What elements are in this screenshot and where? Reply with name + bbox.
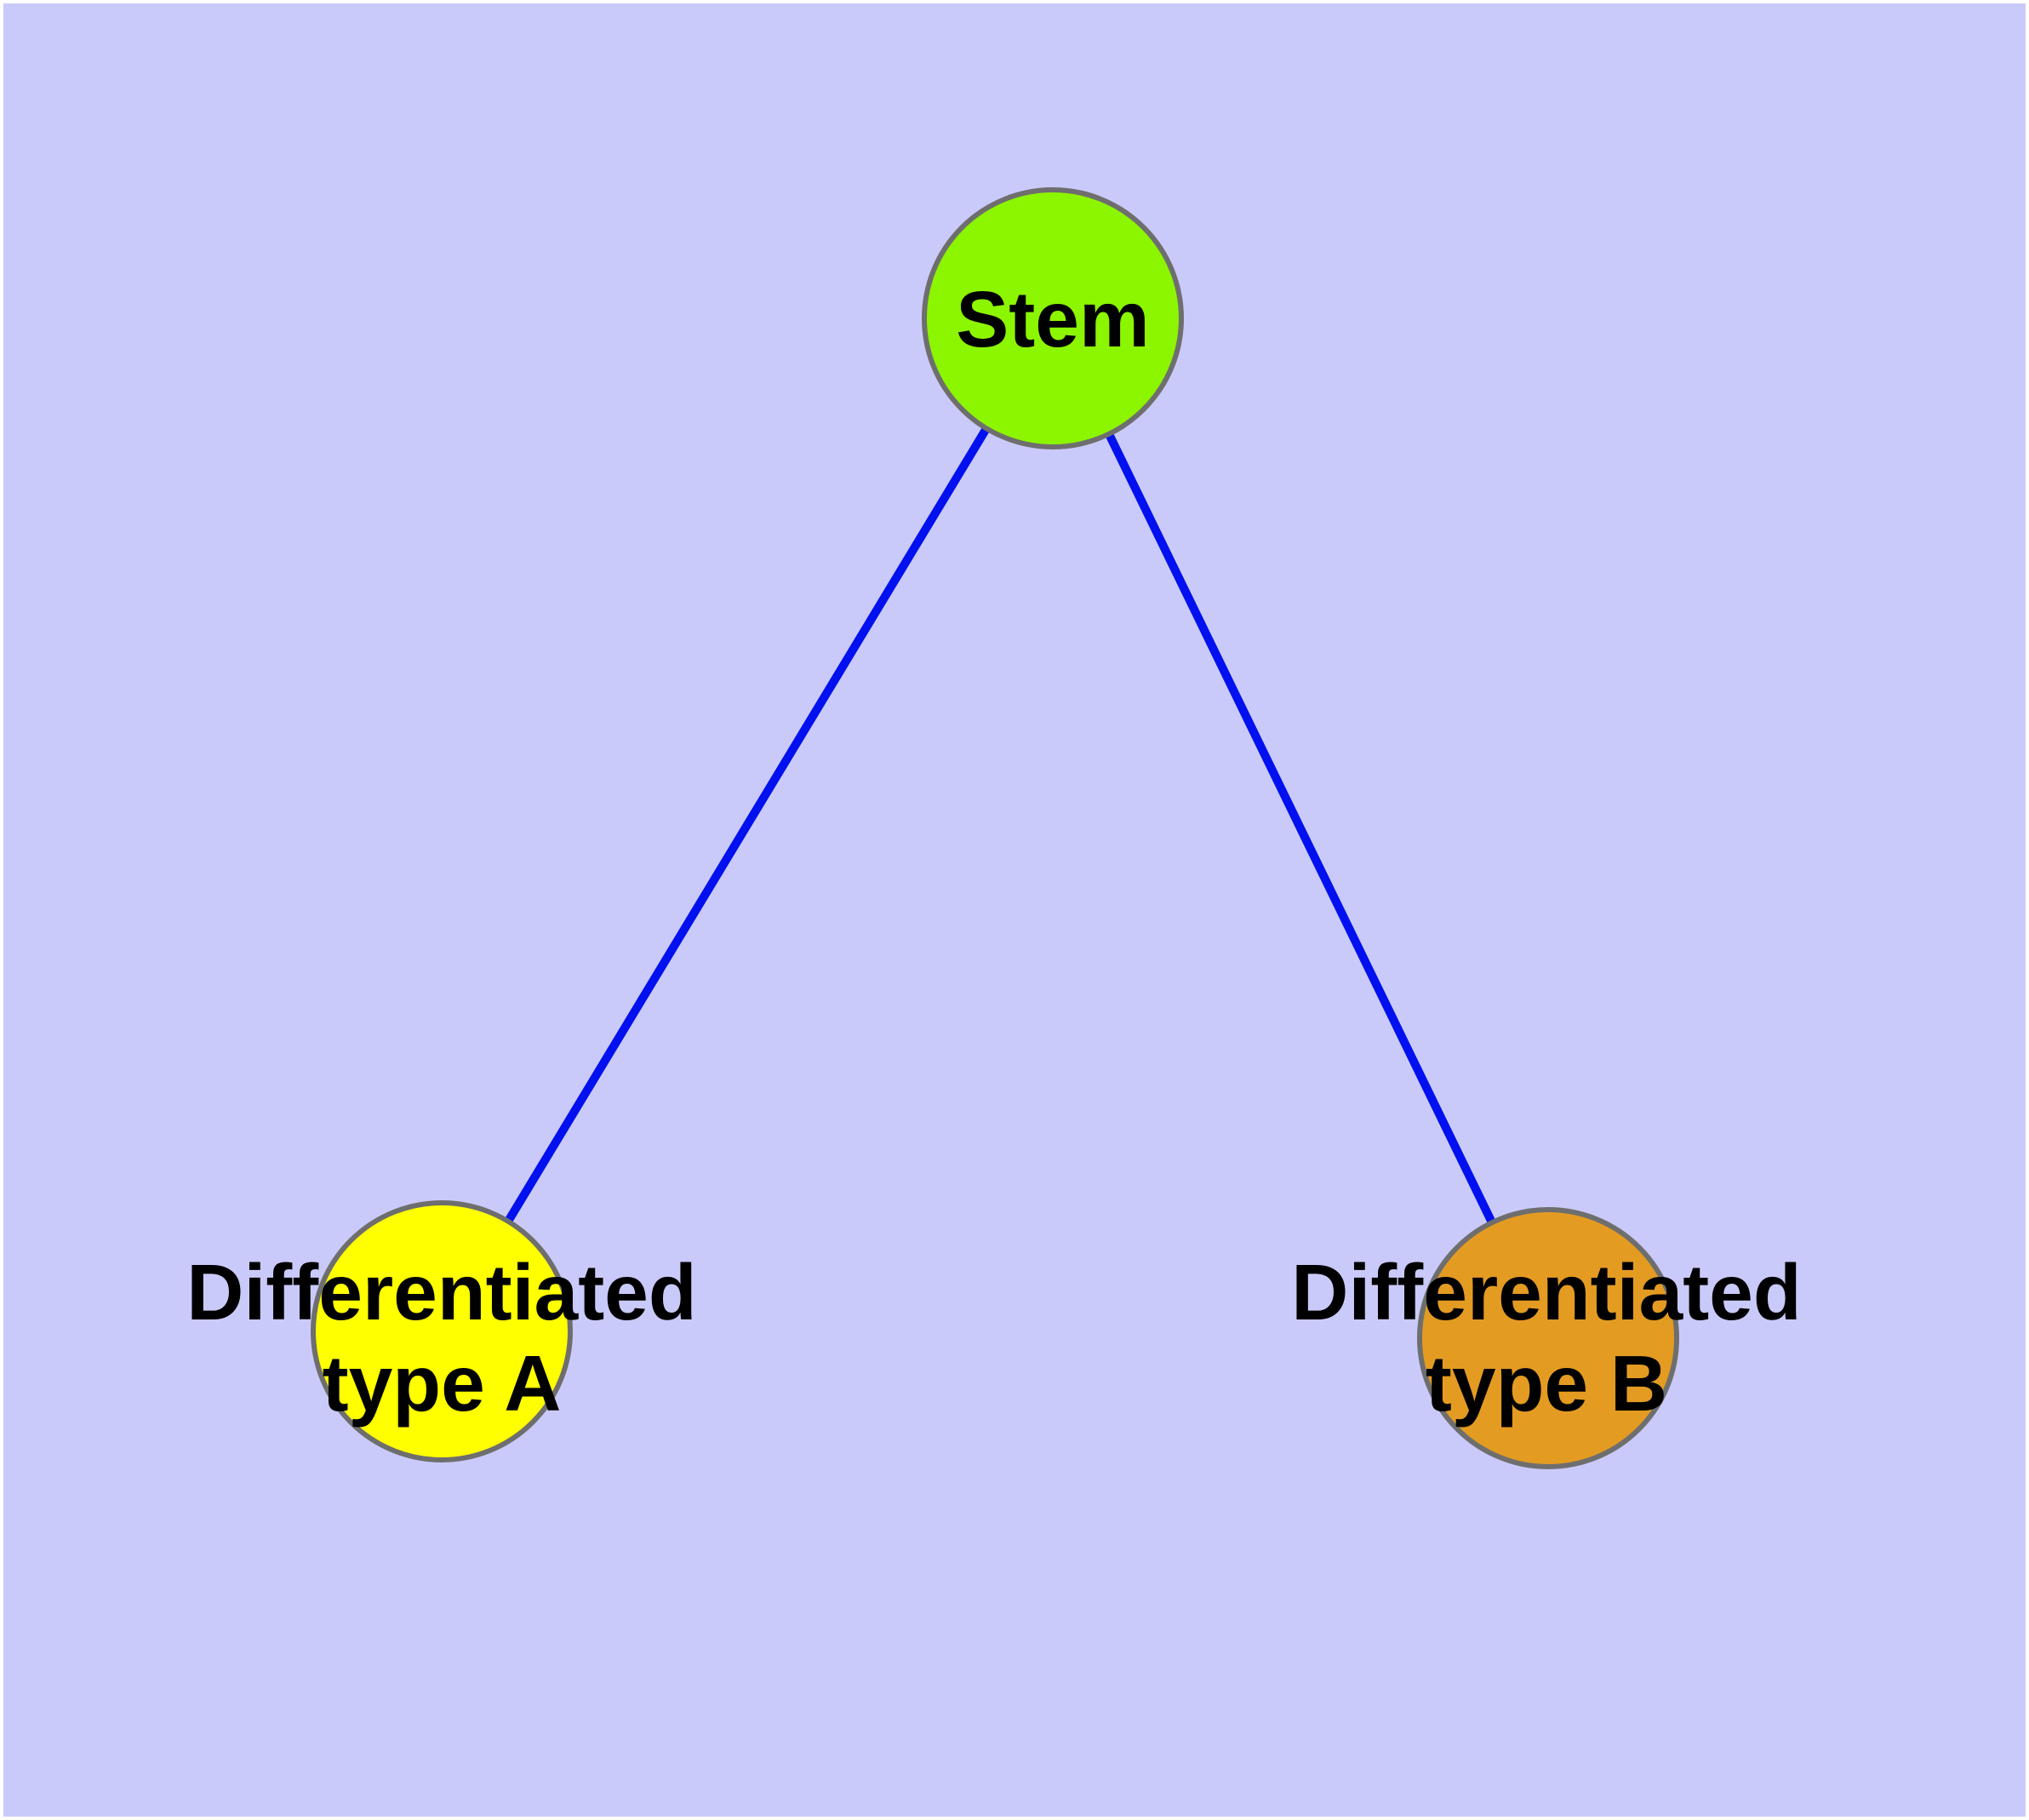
node-type-a-label-line1: Differentiated — [186, 1248, 696, 1336]
node-type-b-label-line2: type B — [1426, 1339, 1667, 1428]
edge-stem-to-type-a — [437, 316, 1057, 1334]
node-stem-label: Stem — [956, 275, 1149, 363]
node-type-a-label-line2: type A — [323, 1339, 562, 1428]
edge-stem-to-type-b — [1049, 316, 1552, 1341]
node-type-b-label-line1: Differentiated — [1291, 1248, 1801, 1336]
node-differentiated-type-b — [1417, 1207, 1679, 1469]
node-stem — [922, 187, 1184, 449]
node-differentiated-type-a — [311, 1200, 573, 1462]
